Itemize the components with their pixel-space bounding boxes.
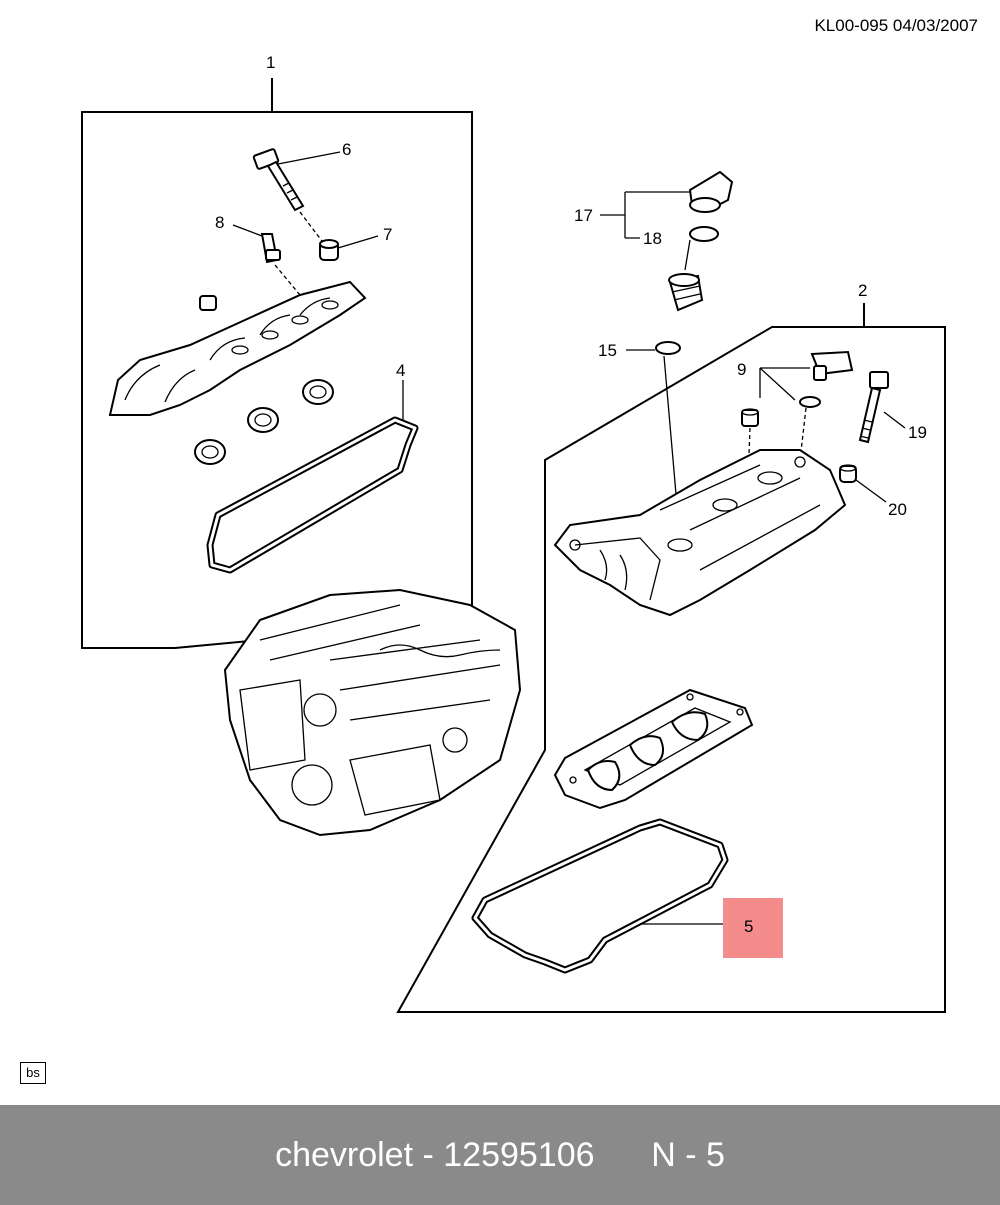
callout-17[interactable]: 17 (574, 206, 593, 225)
footer-part-number: 12595106 (443, 1135, 595, 1174)
callout-18[interactable]: 18 (643, 229, 662, 248)
filler-neck (668, 273, 704, 312)
callout-6[interactable]: 6 (342, 140, 351, 159)
grommet-7 (319, 239, 339, 261)
footer-gap (595, 1136, 652, 1175)
left-valve-cover (108, 280, 367, 416)
callout-5[interactable]: 5 (744, 917, 753, 936)
footer-position: N - 5 (651, 1135, 725, 1174)
intake-plate-gasket (553, 688, 754, 810)
oil-cap-17 (688, 170, 734, 214)
right-valve-cover (553, 449, 847, 617)
plug-seals-left (194, 379, 334, 465)
callout-15[interactable]: 15 (598, 341, 617, 360)
o-ring-18 (689, 226, 719, 242)
callout-19[interactable]: 19 (908, 423, 927, 442)
callout-2[interactable]: 2 (858, 281, 867, 300)
sensor-9 (810, 350, 854, 381)
engine-assembly (223, 588, 522, 837)
corner-tag: bs (20, 1062, 46, 1084)
callout-1[interactable]: 1 (266, 53, 275, 72)
grommet-20 (839, 464, 857, 483)
highlight-box-5[interactable] (723, 898, 783, 958)
callout-4[interactable]: 4 (396, 361, 405, 380)
footer-brand: chevrolet (275, 1135, 414, 1174)
group-2-frame (396, 326, 946, 1013)
exploded-parts-diagram: 1 2 6 8 7 (81, 53, 946, 1013)
grommet-right (741, 408, 759, 427)
diagram-reference-code: KL00-095 04/03/2007 (814, 16, 978, 35)
callout-20[interactable]: 20 (888, 500, 907, 519)
bolt-6 (252, 148, 305, 212)
footer-bar: chevrolet - 12595106 N - 5 (0, 1105, 1000, 1205)
o-ring-15 (655, 341, 681, 355)
bolt-19 (858, 371, 889, 444)
footer-separator: - (413, 1135, 444, 1174)
callout-9[interactable]: 9 (737, 360, 746, 379)
stud-8 (260, 233, 281, 264)
o-ring-9 (799, 396, 821, 408)
callout-8[interactable]: 8 (215, 213, 224, 232)
gasket-4 (206, 416, 419, 574)
callout-7[interactable]: 7 (383, 225, 392, 244)
